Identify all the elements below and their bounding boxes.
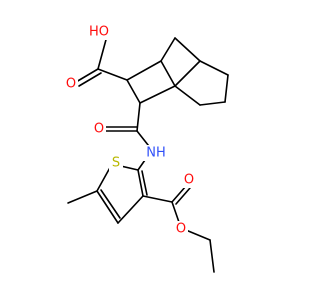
acid-carbonyl-oxygen: O [64,76,78,92]
bond [175,187,191,205]
bond [199,101,226,106]
amide-nitrogen: NH [143,145,169,161]
bond [141,170,148,196]
sulfur-label: S [112,156,120,171]
bond [78,72,102,87]
amide-carbonyl-oxygen: O [92,121,106,137]
bond [139,85,176,104]
bond [136,102,141,132]
bond [67,190,98,204]
bond [199,60,229,76]
bond [160,60,176,87]
label-backing [182,172,196,188]
bond [174,60,201,87]
bond [174,85,201,106]
bond [97,68,128,81]
amide-nh-label: NH [146,146,166,161]
molecule-structure: HO O O NH S O O [64,24,229,273]
label-backing [174,221,188,237]
ester-carbonyl-oxygen-label: O [184,173,194,188]
bond [160,37,176,62]
bond [75,68,99,83]
amide-oxygen-label: O [94,122,104,137]
bond [174,37,201,62]
bond [209,239,215,273]
hydroxyl-group: HO [88,24,110,40]
thiophene-sulfur: S [109,155,123,171]
bond [171,185,187,203]
bond [96,190,119,224]
bond [126,60,162,81]
label-backing [109,155,123,171]
atom-labels: HO O O NH S O O [64,24,196,237]
bond [142,195,173,203]
bond [97,35,108,70]
acid-carbonyl-oxygen-label: O [66,77,76,92]
bond [117,195,144,224]
label-backing [143,145,169,161]
label-backing [88,24,110,40]
bond [224,74,229,103]
ester-ether-oxygen-label: O [176,222,186,237]
ester-ether-oxygen: O [174,221,188,237]
bond [137,169,144,197]
label-backing [92,121,106,137]
bond [126,79,141,104]
hydroxyl-label: HO [89,25,109,40]
ester-carbonyl-oxygen: O [182,172,196,188]
bond [100,189,121,219]
label-backing [64,76,78,92]
